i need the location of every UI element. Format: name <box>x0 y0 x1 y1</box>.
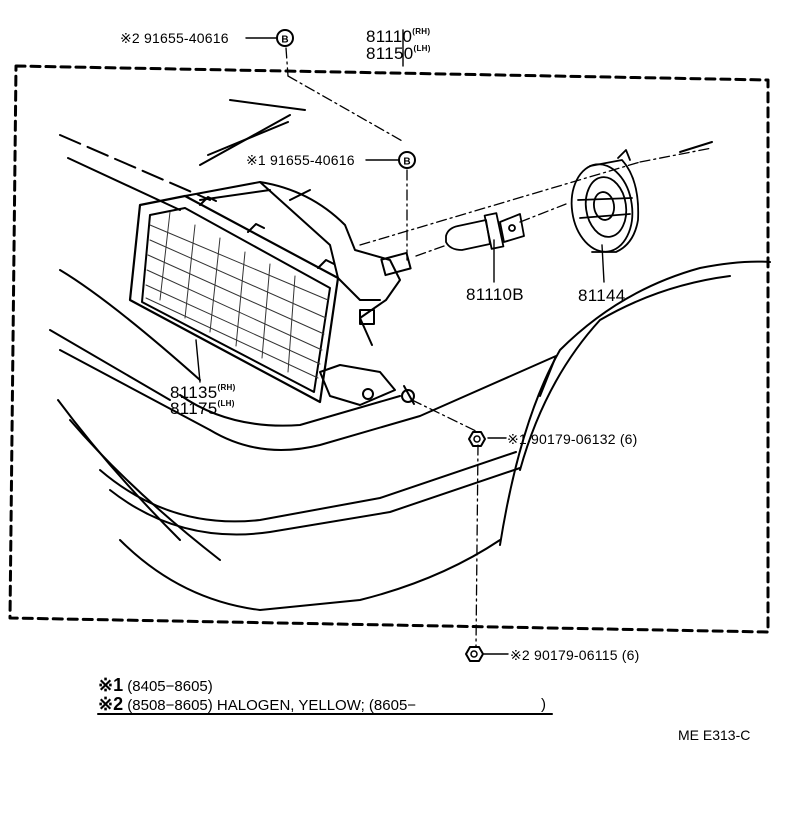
lens-lh-part-label: 81175(LH) <box>170 399 235 418</box>
bolt2-symbol-letter: B <box>281 35 288 46</box>
note-2-close: ) <box>541 696 546 713</box>
car-body-lines <box>49 99 771 611</box>
headlamp-lh-side: (LH) <box>413 44 431 53</box>
bolt1-symbol: B <box>398 151 416 169</box>
note-2: ※2 (8508−8605) HALOGEN, YELLOW; (8605− <box>98 695 416 713</box>
bulb-part-label: 81110B <box>466 285 524 304</box>
diagram-code: ME E313-C <box>678 727 751 743</box>
nut2-part-label: ※2 90179-06115 (6) <box>510 647 640 663</box>
socket-cover <box>570 149 640 253</box>
socket-cover-part-label: 81144 <box>578 286 626 305</box>
nut1-part-label: ※1 90179-06132 (6) <box>507 431 638 447</box>
bolt1-symbol-letter: B <box>403 157 410 168</box>
headlamp-rh-side: (RH) <box>412 27 431 36</box>
note-1-text: (8405−8605) <box>127 678 213 695</box>
nut1-symbol <box>468 431 486 447</box>
headlamp-rh-part-label: 81110(RH) <box>366 27 431 46</box>
bolt1-part-label: ※1 91655-40616 <box>246 152 355 168</box>
note-1: ※1 (8405−8605) <box>98 676 213 694</box>
headlamp-lh-part-label: 81150(LH) <box>366 44 431 63</box>
lens-rh-side: (RH) <box>217 383 236 392</box>
headlamp-lh-number: 81150 <box>366 44 414 63</box>
halogen-bulb <box>445 212 525 251</box>
leader-lines <box>195 29 605 655</box>
assembly-boundary <box>8 64 770 634</box>
assembly-paths <box>285 47 713 647</box>
note-2-text: (8508−8605) HALOGEN, YELLOW; (8605− <box>127 697 417 714</box>
nut2-symbol <box>465 646 484 662</box>
lens-lh-side: (LH) <box>217 399 235 408</box>
note-1-mark: ※1 <box>98 675 124 695</box>
headlamp-rh-number: 81110 <box>366 27 413 46</box>
headlamp-housing <box>128 181 415 406</box>
lens-lh-number: 81175 <box>170 399 218 418</box>
note-2-mark: ※2 <box>98 694 124 714</box>
lens-rh-part-label: 81135(RH) <box>170 383 236 402</box>
bolt2-part-label: ※2 91655-40616 <box>120 30 229 46</box>
bolt2-symbol: B <box>276 29 294 47</box>
lens-rh-number: 81135 <box>170 383 218 402</box>
